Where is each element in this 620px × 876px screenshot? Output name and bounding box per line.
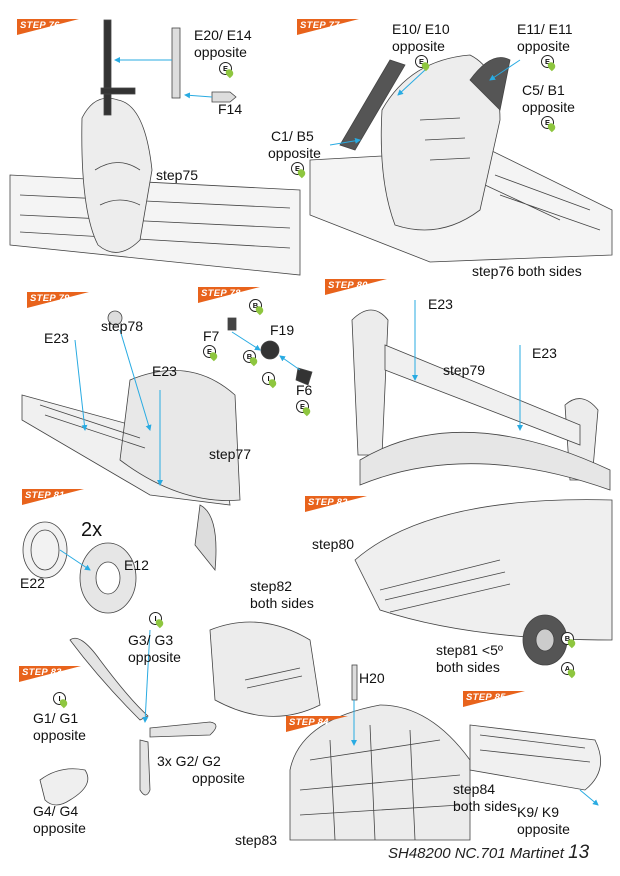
step76-drawing [9,19,301,276]
label-step83: step83 [235,832,278,848]
paint-code-icon: E [541,55,557,72]
label-f19: F19 [270,322,295,338]
paint-code-icon: E [415,55,431,72]
label-f14: F14 [218,101,243,117]
footer-kit-code: SH48200 NC.701 Martinet [388,845,564,862]
step82-drawing [354,499,613,666]
step-banner-83: STEP 83 [19,666,81,682]
label-e10-opposite: opposite [392,38,445,54]
paint-code-icon: I [262,372,278,389]
paint-code-icon: I [53,692,69,709]
step-banner-82: STEP 82 [305,496,367,512]
label-step81-both: both sides [436,659,500,675]
paint-code-icon: E [219,62,235,79]
label-e22: E22 [20,575,45,591]
label-2x: 2x [81,519,103,541]
label-step76: step76 both sides [472,263,582,279]
step-banner-80: STEP 80 [325,279,387,295]
label-g2-opposite: opposite [192,770,245,786]
step-banner-77: STEP 77 [297,19,359,35]
label-e12: E12 [124,557,149,573]
step84-drawing [289,664,471,841]
label-step80: step80 [312,536,355,552]
label-g2: 3x G2/ G2 [157,753,221,769]
label-step77: step77 [209,446,252,462]
paint-code-icon: B [249,299,265,316]
label-e23-c: E23 [428,296,453,312]
label-step82: step82 [250,578,293,594]
step-banner-79: STEP 79 [27,292,89,308]
step79-drawing [21,310,241,572]
label-e10: E10/ E10 [392,21,450,37]
step-banner-81: STEP 81 [22,489,84,505]
label-e20: E20/ E14 [194,27,252,43]
paint-code-icon: E [541,116,557,133]
label-step84: step84 [453,781,496,797]
label-c1: C1/ B5 [271,128,314,144]
paint-code-icon: I [149,612,165,629]
label-f7: F7 [203,328,220,344]
label-f6: F6 [296,382,313,398]
label-c1-opposite: opposite [268,145,321,161]
label-step75: step75 [156,167,199,183]
page-number: 13 [568,842,590,863]
step-banner-76: STEP 76 [17,19,79,35]
paint-code-icon: E [203,345,219,362]
label-g1: G1/ G1 [33,710,79,726]
label-g3: G3/ G3 [128,632,174,648]
label-g4-opposite: opposite [33,820,86,836]
step85-drawing [469,724,602,791]
label-c5: C5/ B1 [522,82,565,98]
paint-code-icon: E [296,400,312,417]
label-h20: H20 [359,670,385,686]
label-e11-opposite: opposite [517,38,570,54]
label-c5-opposite: opposite [522,99,575,115]
paint-code-icon: E [291,162,307,179]
label-step84-both: both sides [453,798,517,814]
label-g4: G4/ G4 [33,803,79,819]
label-step81: step81 <5º [436,642,503,658]
step77-drawing [309,54,613,263]
label-k9-opposite: opposite [517,821,570,837]
label-g3-opposite: opposite [128,649,181,665]
assembly-arrows [59,57,599,806]
paint-code-icon: A [561,662,577,679]
label-step79: step79 [443,362,486,378]
label-step78: step78 [101,318,144,334]
step-banner-78: STEP 78 [198,287,260,303]
page-footer: SH48200 NC.701 Martinet 13 [388,842,589,864]
label-k9: K9/ K9 [517,804,560,820]
step-banner-84: STEP 84 [286,716,348,732]
step-banner-85: STEP 85 [463,691,525,707]
paint-code-icon: B [561,632,577,649]
label-e20-opposite: opposite [194,44,247,60]
label-e23-b: E23 [152,363,177,379]
label-g1-opposite: opposite [33,727,86,743]
step78-drawing [227,317,313,386]
step83-drawing [39,621,321,806]
label-e23-a: E23 [44,330,69,346]
label-step82-both: both sides [250,595,314,611]
label-e11: E11/ E11 [517,21,573,37]
step81-drawing [22,521,137,614]
paint-code-icon: B [243,350,259,367]
step80-drawing [351,309,611,491]
label-e23-d: E23 [532,345,557,361]
